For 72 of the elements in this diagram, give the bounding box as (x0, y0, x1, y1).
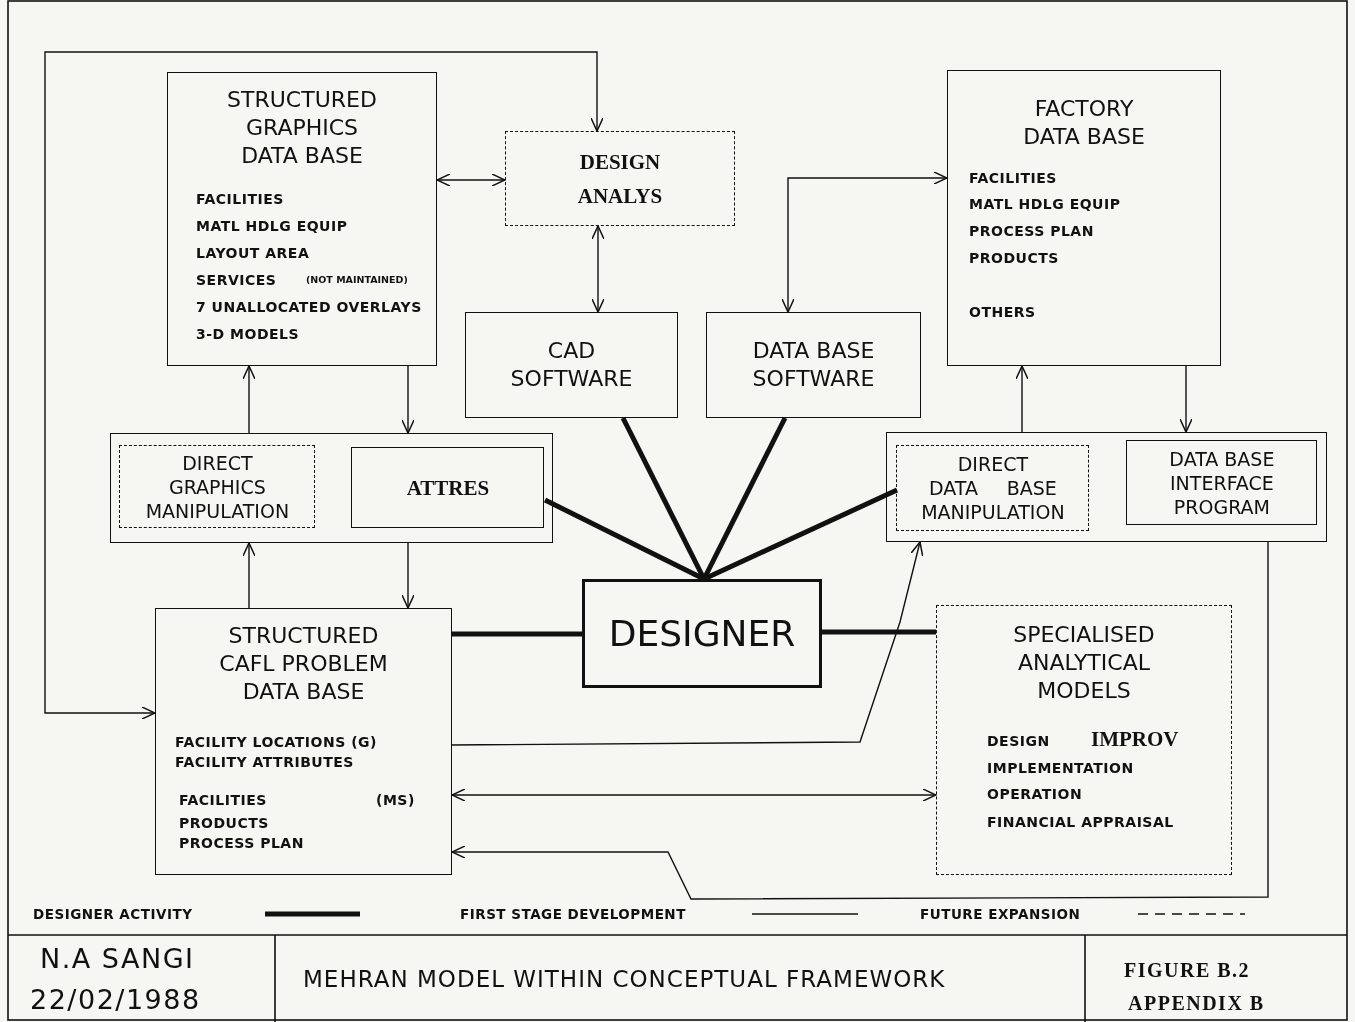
author-name: N.A SANGI (40, 944, 195, 974)
list-item: MATL HDLG EQUIP (969, 195, 1121, 213)
drawing-title: MEHRAN MODEL WITHIN CONCEPTUAL FRAMEWORK (303, 966, 946, 992)
box-label: DATA BASE SOFTWARE (751, 337, 876, 393)
figure-number: FIGURE B.2 (1124, 958, 1251, 983)
list-item: FINANCIAL APPRAISAL (987, 813, 1174, 831)
list-item: PRODUCTS (179, 814, 269, 832)
group-box (110, 433, 553, 543)
list-item: PROCESS PLAN (969, 222, 1094, 240)
legend-text: FIRST STAGE DEVELOPMENT (460, 905, 686, 923)
box-heading: STRUCTURED CAFL PROBLEM DATA BASE (218, 622, 389, 706)
thick-connector (452, 631, 582, 637)
list-item: LAYOUT AREA (196, 244, 310, 262)
list-item: DESIGN (987, 732, 1050, 750)
box-heading: FACTORY DATA BASE (1022, 95, 1146, 151)
process-box (351, 447, 545, 529)
box-label: DIRECT DATA BASE MANIPULATION (920, 452, 1066, 525)
process-box (505, 131, 735, 226)
box-heading: SPECIALISED ANALYTICAL MODELS (1012, 621, 1156, 705)
legend-text: DESIGNER ACTIVITY (33, 905, 193, 923)
note: (NOT MAINTAINED) (306, 274, 408, 286)
arrow (401, 365, 415, 434)
drawing-date: 22/02/1988 (30, 985, 201, 1015)
list-item: IMPROV (1091, 726, 1179, 753)
list-item: OTHERS (969, 303, 1036, 321)
arrow (436, 173, 506, 187)
list-item: PRODUCTS (969, 249, 1059, 267)
list-item: FACILITIES (969, 169, 1057, 187)
appendix-label: APPENDIX B (1128, 991, 1265, 1016)
arrow (44, 51, 604, 720)
software-box (465, 312, 678, 418)
box-heading: STRUCTURED GRAPHICS DATA BASE (226, 86, 378, 170)
list-item: FACILITIES (196, 190, 284, 208)
thick-connector (822, 629, 936, 635)
list-item: MATL HDLG EQUIP (196, 217, 348, 235)
arrow (242, 365, 256, 434)
list-item: SERVICES (196, 271, 277, 289)
model-box (936, 605, 1232, 875)
list-item: FACILITY LOCATIONS (G) (175, 733, 377, 751)
box-label: ATTRES (405, 474, 491, 502)
group-box (886, 432, 1327, 542)
arrow (1179, 365, 1193, 433)
process-box (119, 445, 316, 529)
list-item: FACILITIES (179, 791, 267, 809)
list-item: FACILITY ATTRIBUTES (175, 753, 354, 771)
box-label: CAD SOFTWARE (509, 337, 634, 393)
box-label: DESIGN ANALYS (576, 148, 664, 210)
box-label: DIRECT GRAPHICS MANIPULATION (144, 450, 291, 523)
process-box (896, 445, 1090, 532)
list-item: IMPLEMENTATION (987, 759, 1134, 777)
arrow (1015, 365, 1029, 433)
arrow (781, 171, 948, 313)
arrow (451, 541, 1269, 900)
box-label: DESIGNER (607, 613, 797, 654)
database-box (167, 72, 437, 366)
arrow (242, 542, 256, 609)
arrow (591, 225, 605, 313)
list-item: 3-D MODELS (196, 325, 300, 343)
program-box (1126, 440, 1318, 526)
actor-box (582, 579, 822, 688)
arrow (451, 788, 937, 802)
list-item: PROCESS PLAN (179, 834, 304, 852)
database-box (155, 608, 452, 875)
arrow (401, 542, 415, 609)
legend-text: FUTURE EXPANSION (920, 905, 1081, 923)
list-item: OPERATION (987, 785, 1083, 803)
database-box (947, 70, 1221, 366)
box-label: DATA BASE INTERFACE PROGRAM (1168, 446, 1276, 519)
list-item: 7 UNALLOCATED OVERLAYS (196, 298, 422, 316)
software-box (706, 312, 921, 418)
list-item: (MS) (376, 791, 415, 809)
arrow (451, 541, 924, 746)
